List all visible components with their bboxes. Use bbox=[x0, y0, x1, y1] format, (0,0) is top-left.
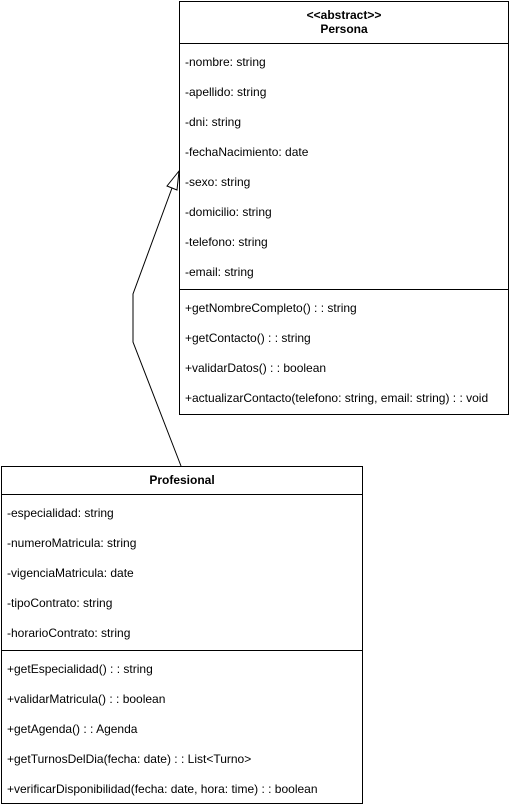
attributes-section: -nombre: string -apellido: string -dni: … bbox=[180, 44, 508, 290]
attribute-row: -horarioContrato: string bbox=[7, 626, 131, 640]
class-header: <<abstract>> Persona bbox=[180, 2, 508, 44]
attribute-row: -numeroMatricula: string bbox=[7, 536, 137, 550]
attribute-row: -sexo: string bbox=[185, 175, 251, 189]
attribute-row: -especialidad: string bbox=[7, 506, 114, 520]
attribute-row: -telefono: string bbox=[185, 235, 268, 249]
attribute-row: -nombre: string bbox=[185, 55, 266, 69]
inheritance-line bbox=[132, 187, 182, 467]
attribute-row: -email: string bbox=[185, 265, 254, 279]
attributes-section: -especialidad: string -numeroMatricula: … bbox=[2, 495, 362, 651]
attribute-row: -vigenciaMatricula: date bbox=[7, 566, 134, 580]
inheritance-arrowhead bbox=[166, 169, 180, 191]
operation-row: +verificarDisponibilidad(fecha: date, ho… bbox=[7, 782, 318, 796]
attribute-row: -domicilio: string bbox=[185, 205, 272, 219]
attribute-row: -dni: string bbox=[185, 115, 242, 129]
operation-row: +getTurnosDelDia(fecha: date) : : List<T… bbox=[7, 752, 252, 766]
operation-row: +actualizarContacto(telefono: string, em… bbox=[185, 391, 489, 405]
class-stereotype: <<abstract>> bbox=[306, 8, 382, 22]
operation-row: +getAgenda() : : Agenda bbox=[7, 722, 138, 736]
class-header: Profesional bbox=[2, 467, 362, 495]
attribute-row: -tipoContrato: string bbox=[7, 596, 113, 610]
operation-row: +validarDatos() : : boolean bbox=[185, 361, 327, 375]
attribute-row: -apellido: string bbox=[185, 85, 267, 99]
operation-row: +getNombreCompleto() : : string bbox=[185, 301, 357, 315]
operations-section: +getEspecialidad() : : string +validarMa… bbox=[2, 651, 362, 804]
class-name: Persona bbox=[320, 22, 368, 36]
operation-row: +validarMatricula() : : boolean bbox=[7, 692, 166, 706]
operations-section: +getNombreCompleto() : : string +getCont… bbox=[180, 290, 508, 413]
attribute-row: -fechaNacimiento: date bbox=[185, 145, 309, 159]
class-profesional[interactable]: Profesional -especialidad: string -numer… bbox=[1, 466, 363, 804]
class-name: Profesional bbox=[149, 473, 215, 487]
class-persona[interactable]: <<abstract>> Persona -nombre: string -ap… bbox=[179, 1, 509, 415]
operation-row: +getEspecialidad() : : string bbox=[7, 662, 153, 676]
operation-row: +getContacto() : : string bbox=[185, 331, 311, 345]
